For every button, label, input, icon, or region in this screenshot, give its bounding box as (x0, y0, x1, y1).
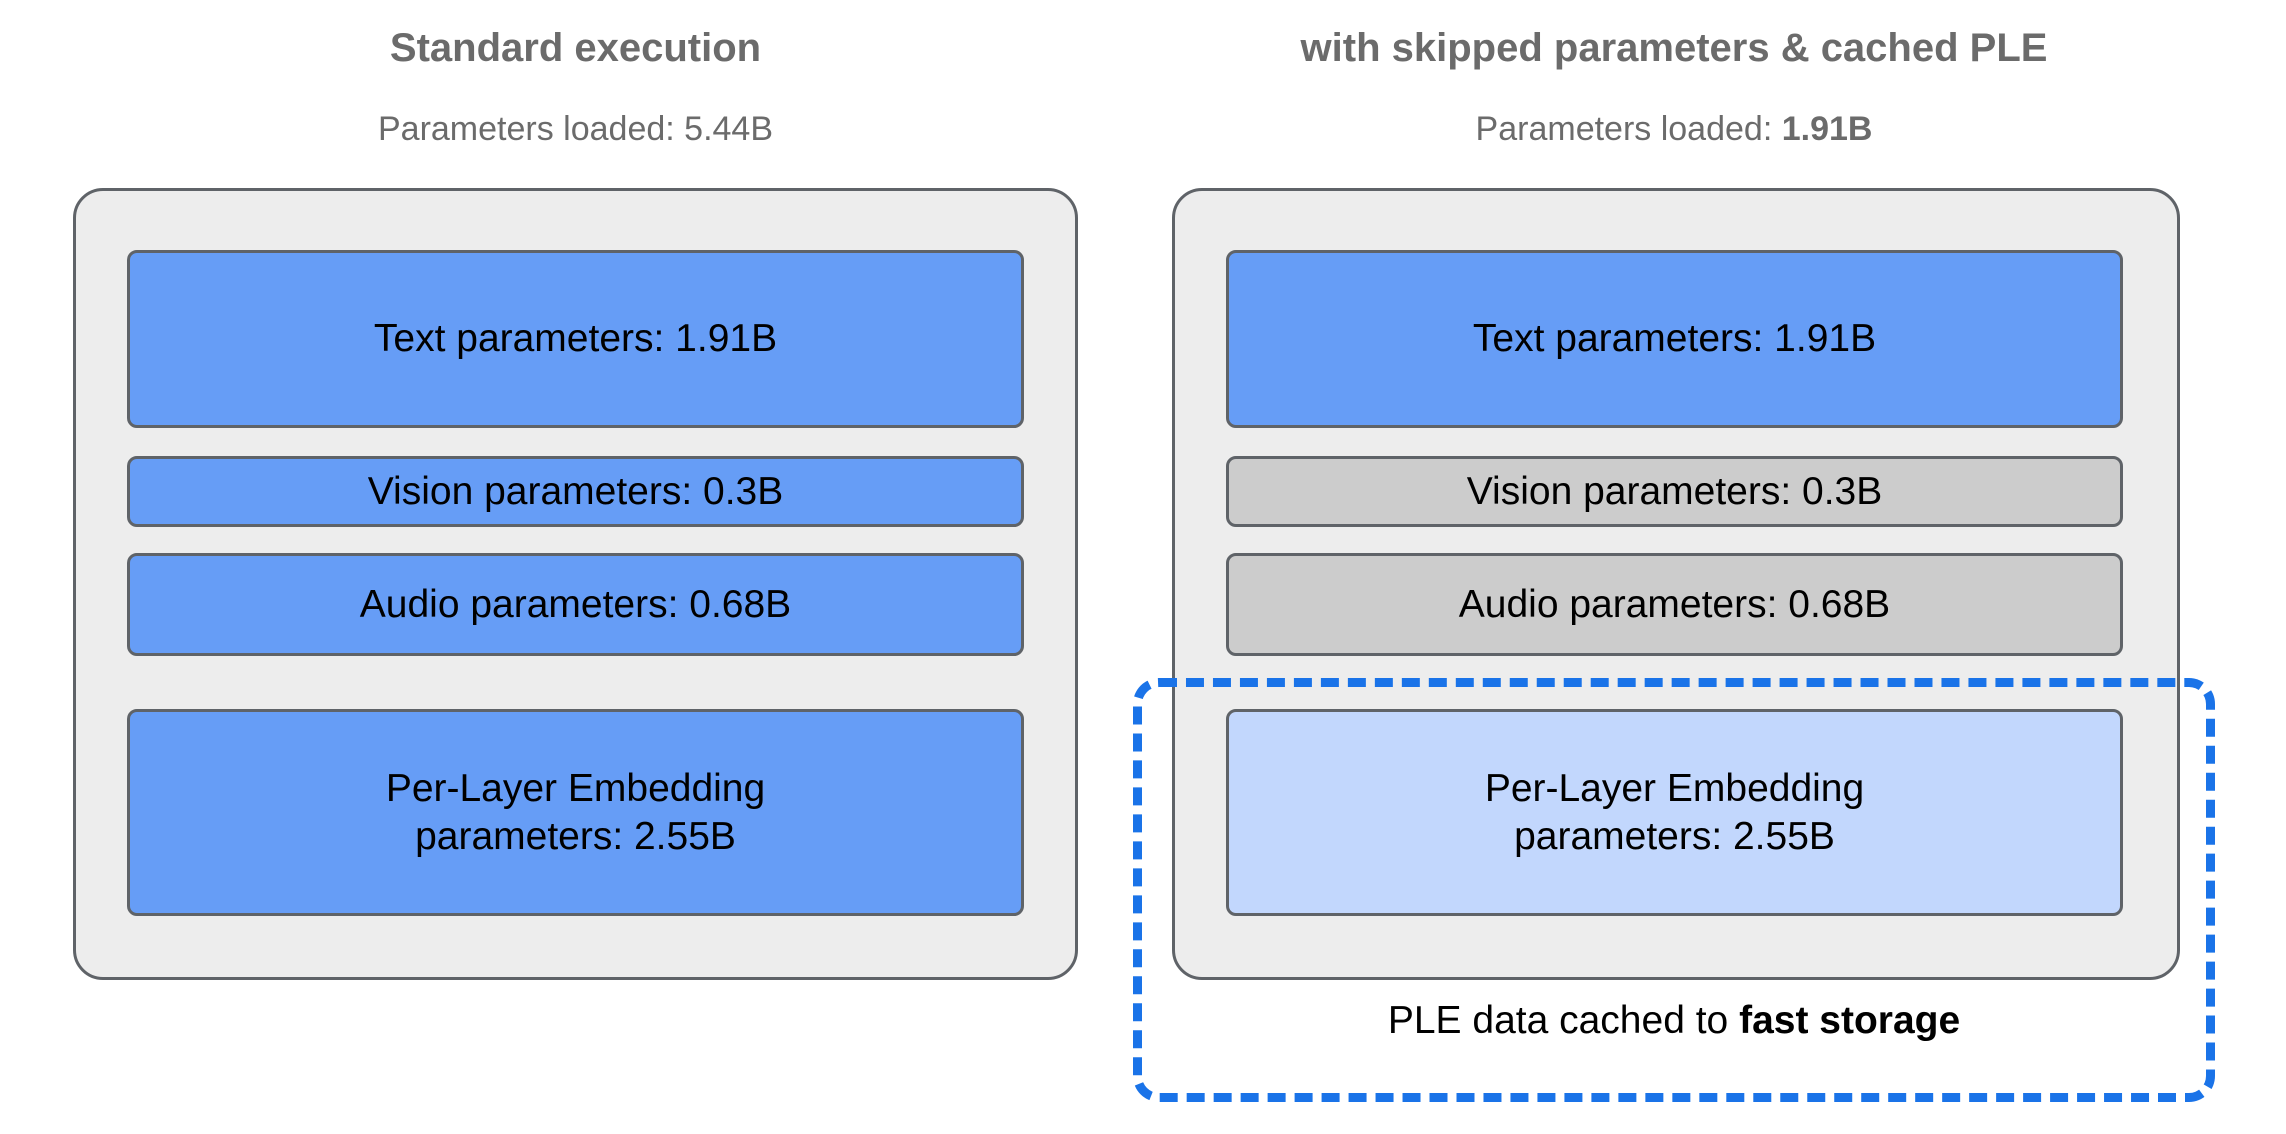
right-text-parameters-label: Text parameters: 1.91B (1472, 317, 1877, 361)
left-vision-parameters-block: Vision parameters: 0.3B (127, 456, 1024, 527)
left-column-title: Standard execution (389, 26, 762, 70)
left-text-parameters-block: Text parameters: 1.91B (127, 250, 1024, 428)
right-audio-parameters-label: Audio parameters: 0.68B (1458, 582, 1891, 626)
left-parameters-loaded-value: 5.44B (684, 110, 774, 148)
right-ple-line-1: Per-Layer Embedding (1484, 766, 1865, 810)
right-ple-line-2: parameters: 2.55B (1514, 814, 1835, 858)
left-ple-line-2: parameters: 2.55B (415, 814, 736, 858)
right-vision-parameters-label: Vision parameters: 0.3B (1466, 469, 1883, 513)
left-parameters-loaded-label: Parameters loaded: (377, 110, 685, 148)
right-text-parameters-block: Text parameters: 1.91B (1226, 250, 2123, 428)
right-parameters-loaded-value: 1.91B (1781, 110, 1873, 148)
left-vision-parameters-label: Vision parameters: 0.3B (367, 469, 784, 513)
left-column-parameters-loaded: Parameters loaded: 5.44B (73, 112, 1078, 146)
left-text-parameters-label: Text parameters: 1.91B (373, 317, 778, 361)
right-column-title: with skipped parameters & cached PLE (1300, 26, 2048, 70)
cache-caption-prefix: PLE data cached to (1387, 999, 1740, 1042)
right-vision-parameters-block: Vision parameters: 0.3B (1226, 456, 2123, 527)
left-audio-parameters-label: Audio parameters: 0.68B (359, 582, 792, 626)
right-column-parameters-loaded: Parameters loaded: 1.91B (1133, 112, 2215, 146)
left-audio-parameters-block: Audio parameters: 0.68B (127, 553, 1024, 656)
cache-caption: PLE data cached to fast storage (1133, 1001, 2215, 1040)
right-audio-parameters-block: Audio parameters: 0.68B (1226, 553, 2123, 656)
left-ple-line-1: Per-Layer Embedding (385, 766, 766, 810)
cache-caption-emphasis: fast storage (1739, 999, 1961, 1042)
right-parameters-loaded-label: Parameters loaded: (1475, 110, 1782, 148)
